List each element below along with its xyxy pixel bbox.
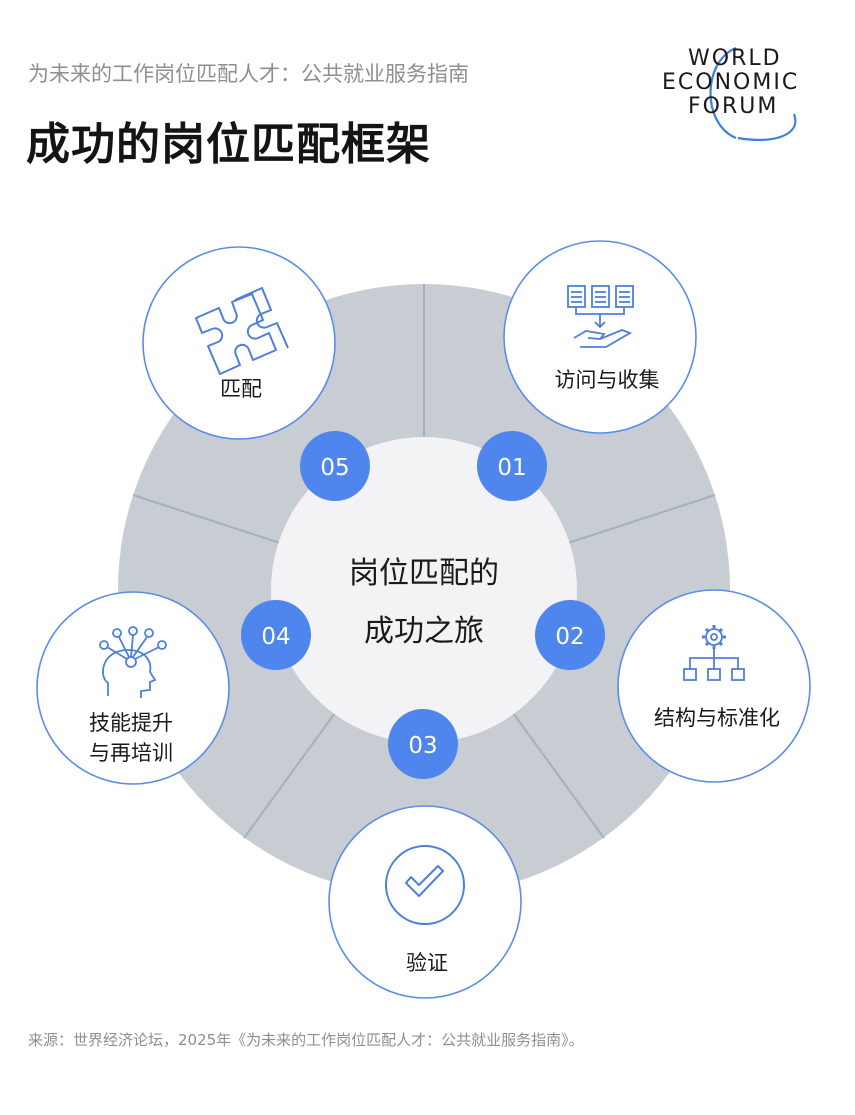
step-label: 匹配 bbox=[220, 377, 262, 401]
step-card-03: 验证 bbox=[328, 805, 522, 999]
ring-divider bbox=[243, 712, 336, 839]
logo-line-1: WORLD bbox=[688, 46, 782, 71]
badge-number: 01 bbox=[497, 455, 526, 481]
page-title: 成功的岗位匹配框架 bbox=[26, 119, 431, 170]
step-badge-04: 04 bbox=[241, 600, 311, 670]
puzzle-icon bbox=[195, 287, 289, 375]
checkmark-icon bbox=[385, 845, 465, 925]
subtitle: 为未来的工作岗位匹配人才：公共就业服务指南 bbox=[28, 62, 469, 86]
head-network-icon bbox=[99, 626, 167, 698]
step-label: 验证 bbox=[406, 951, 448, 975]
documents-hand-icon bbox=[567, 285, 634, 348]
badge-number: 02 bbox=[555, 624, 584, 650]
center-text-line-2: 成功之旅 bbox=[364, 614, 484, 649]
step-card-01: 访问与收集 bbox=[503, 240, 697, 434]
ring-dividers bbox=[132, 284, 716, 839]
center-circle bbox=[271, 437, 577, 743]
badge-number: 04 bbox=[261, 624, 290, 650]
step-label: 访问与收集 bbox=[555, 368, 660, 392]
gear-hierarchy-icon bbox=[683, 625, 745, 681]
center-text-line-1: 岗位匹配的 bbox=[349, 556, 499, 591]
logo-line-3: FORUM bbox=[688, 94, 779, 119]
logo-arc-icon bbox=[709, 46, 797, 142]
step-label: 结构与标准化 bbox=[654, 706, 780, 730]
step-badge-05: 05 bbox=[300, 431, 370, 501]
step-card-02: 结构与标准化 bbox=[617, 589, 811, 783]
ring-divider bbox=[567, 494, 716, 544]
step-label-line-2: 与再培训 bbox=[89, 741, 173, 765]
step-badge-01: 01 bbox=[477, 431, 547, 501]
logo-line-2: ECONOMIC bbox=[662, 70, 800, 95]
step-label-line-1: 技能提升 bbox=[89, 711, 173, 735]
badge-number: 05 bbox=[320, 455, 349, 481]
wef-logo: WORLD ECONOMIC FORUM bbox=[662, 44, 832, 144]
step-badge-02: 02 bbox=[535, 600, 605, 670]
ring-divider bbox=[512, 712, 605, 839]
step-card-04: 技能提升 与再培训 bbox=[36, 591, 230, 785]
badge-number: 03 bbox=[408, 733, 437, 759]
source-note: 来源：世界经济论坛，2025年《为未来的工作岗位匹配人才：公共就业服务指南》。 bbox=[28, 1031, 584, 1049]
ring-divider bbox=[132, 494, 281, 544]
step-badge-03: 03 bbox=[388, 709, 458, 779]
step-card-05: 匹配 bbox=[142, 246, 336, 440]
